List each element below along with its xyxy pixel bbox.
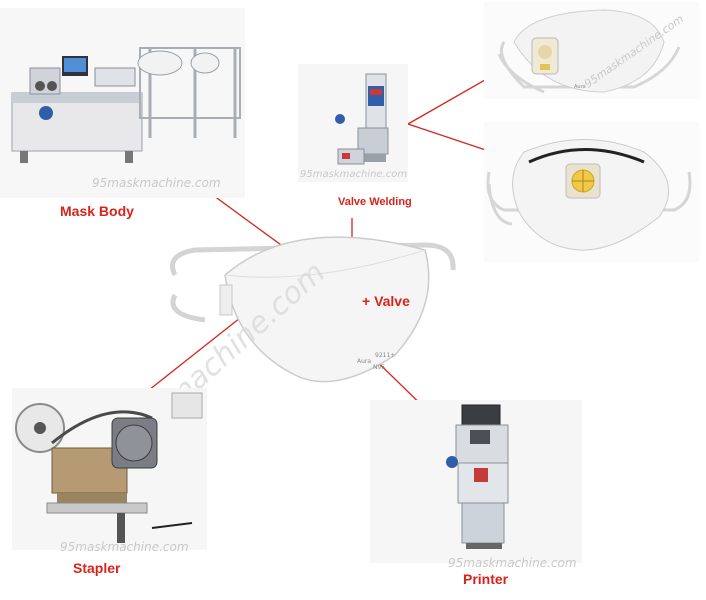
valve-mask-top-image: Aura (497, 9, 681, 94)
mask-print-model: 9211+ (375, 352, 395, 359)
valve-welding-label: Valve Welding (338, 196, 412, 208)
mask-print-brand: Aura (357, 358, 371, 365)
valve-mask-top-panel: Aura (484, 2, 699, 99)
stapler-label: Stapler (73, 560, 121, 576)
watermark-printer: 95maskmachine.com (448, 556, 577, 570)
mask-body-label: Mask Body (60, 203, 134, 219)
valve-welding-machine-image (335, 73, 389, 165)
printer-machine-panel (370, 400, 582, 563)
valve-welding-machine-panel (298, 64, 408, 182)
mask-print-standard: N95 (373, 364, 385, 371)
watermark-stapler: 95maskmachine.com (60, 540, 189, 554)
central-mask-image: Aura 9211+ N95 (170, 236, 456, 383)
valve-mask-bottom-panel (484, 122, 699, 262)
watermark-mask-body: 95maskmachine.com (92, 176, 221, 190)
mask-body-machine-image (11, 47, 241, 163)
mask-body-machine-panel (0, 8, 245, 198)
valve-mask-bottom-image (486, 139, 692, 251)
valve-label: + Valve (362, 293, 410, 309)
watermark-valve-welding: 95maskmachine.com (300, 169, 408, 180)
mask-top-print-brand: Aura (574, 84, 586, 90)
printer-label: Printer (463, 571, 509, 587)
printer-machine-image (446, 404, 509, 549)
stapler-machine-panel (12, 388, 207, 550)
stapler-machine-image (15, 392, 203, 543)
